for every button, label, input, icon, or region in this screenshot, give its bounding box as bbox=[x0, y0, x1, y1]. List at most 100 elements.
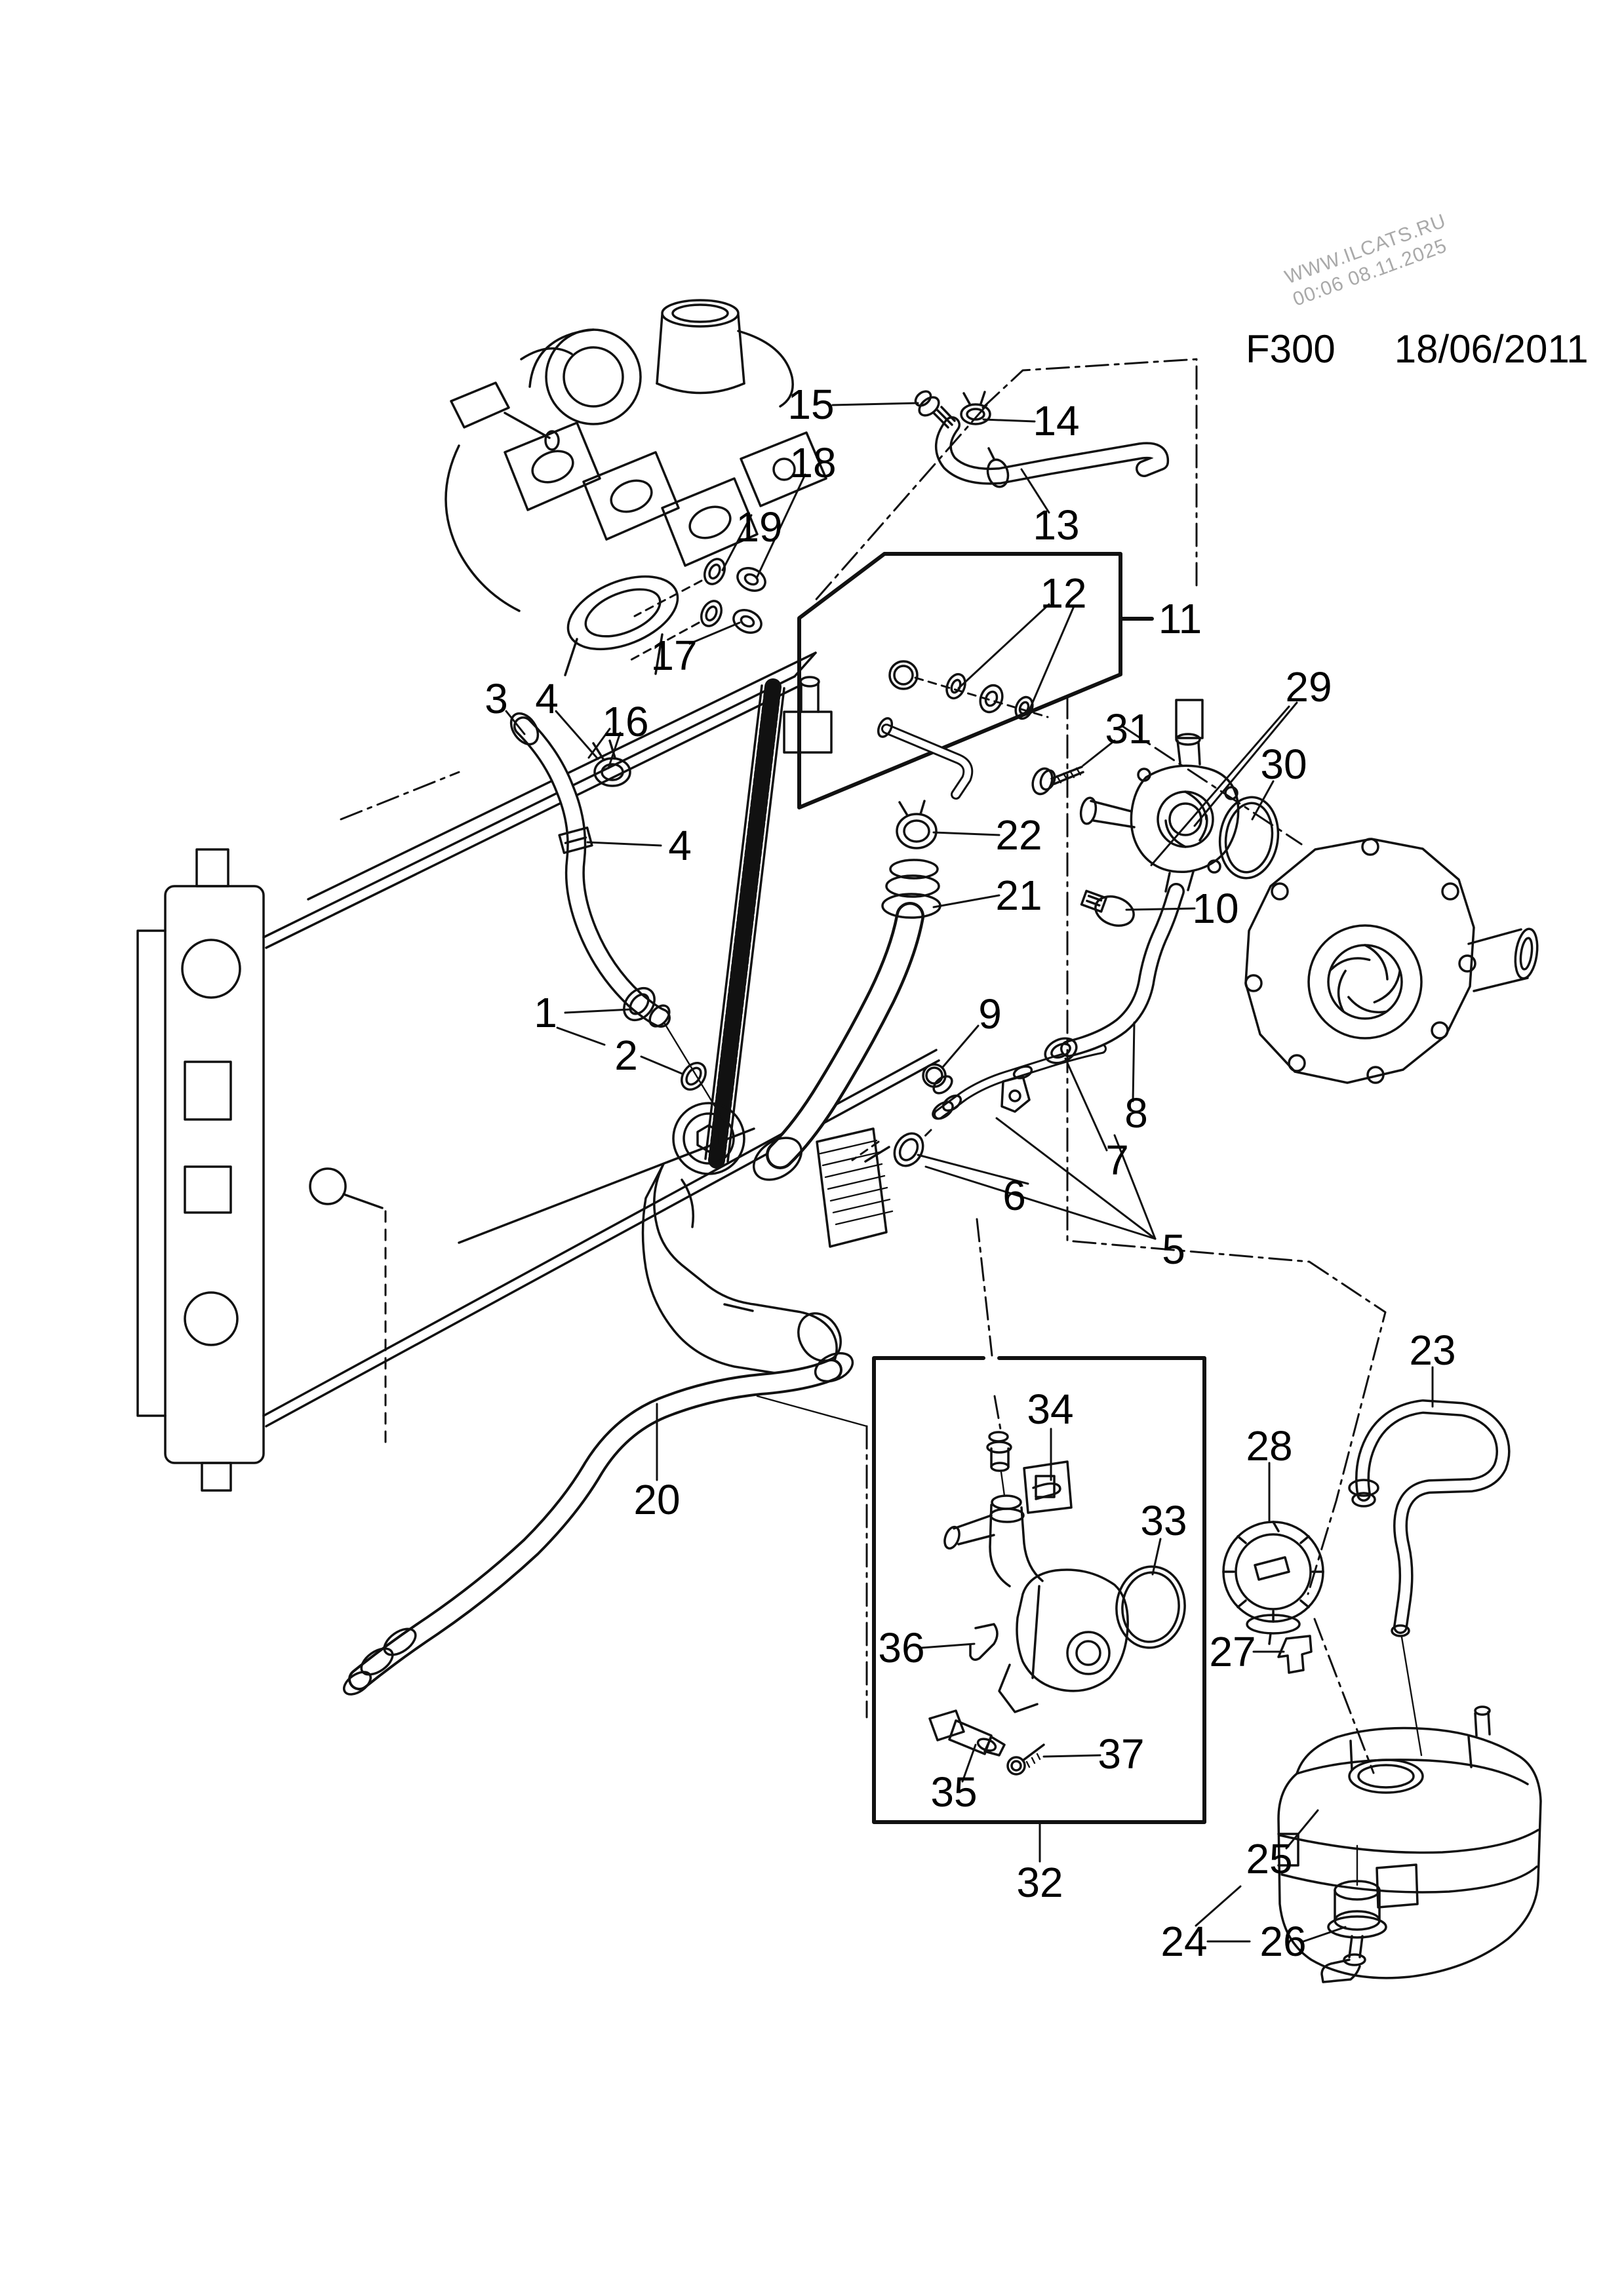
vent-hose-23 bbox=[1355, 1399, 1511, 1634]
leader-line-4 bbox=[555, 710, 599, 760]
leader-line-9 bbox=[941, 1024, 980, 1068]
leader-line-16 bbox=[587, 728, 611, 759]
callout-20[interactable]: 20 bbox=[633, 1476, 680, 1523]
callout-34[interactable]: 34 bbox=[1027, 1386, 1073, 1433]
callout-28[interactable]: 28 bbox=[1246, 1422, 1292, 1469]
callout-35[interactable]: 35 bbox=[930, 1768, 977, 1816]
union-nut bbox=[979, 684, 1004, 714]
sealing-washer bbox=[700, 600, 723, 627]
callout-24[interactable]: 24 bbox=[1160, 1918, 1207, 1965]
callout-5[interactable]: 5 bbox=[1162, 1226, 1185, 1273]
callout-18[interactable]: 18 bbox=[789, 439, 836, 486]
leader-line-31 bbox=[1082, 739, 1116, 767]
washer bbox=[1014, 695, 1034, 720]
callout-3[interactable]: 3 bbox=[485, 675, 508, 722]
callout-27[interactable]: 27 bbox=[1209, 1628, 1256, 1675]
leader-line-24 bbox=[1195, 1885, 1242, 1927]
hose-end-cuff bbox=[814, 1352, 854, 1383]
gasket-30 bbox=[1218, 796, 1280, 880]
leader-line-7 bbox=[1064, 1057, 1108, 1152]
temp-sensor-35 bbox=[928, 1709, 1006, 1757]
turbo-compressor-housing bbox=[545, 328, 642, 425]
callout-10[interactable]: 10 bbox=[1192, 885, 1238, 932]
leader-line-6 bbox=[917, 1154, 1029, 1185]
callout-7[interactable]: 7 bbox=[1105, 1137, 1129, 1184]
leader-line-5 bbox=[995, 1117, 1157, 1240]
pipe-fitting bbox=[732, 609, 762, 634]
radiator-outlet-port bbox=[309, 1167, 347, 1205]
filter-housing bbox=[641, 1163, 838, 1379]
pump-port bbox=[1467, 928, 1529, 992]
leader-line-18 bbox=[755, 473, 806, 579]
callout-29[interactable]: 29 bbox=[1285, 663, 1332, 710]
turbo-intake-port bbox=[661, 299, 740, 328]
callout-15[interactable]: 15 bbox=[787, 381, 834, 428]
bolt-37 bbox=[1006, 1743, 1045, 1776]
bleed-plug-34 bbox=[988, 1431, 1009, 1443]
callout-9[interactable]: 9 bbox=[978, 990, 1002, 1038]
callout-31[interactable]: 31 bbox=[1105, 705, 1151, 752]
callout-4[interactable]: 4 bbox=[668, 822, 692, 869]
callout-1[interactable]: 1 bbox=[534, 989, 557, 1036]
leader-line-1 bbox=[556, 1026, 606, 1046]
filler-neck bbox=[1348, 1759, 1424, 1794]
figure-date: 18/06/2011 bbox=[1394, 327, 1589, 371]
pump-impeller bbox=[1307, 924, 1423, 1040]
radiator-core-edge bbox=[704, 684, 763, 1160]
callout-23[interactable]: 23 bbox=[1409, 1327, 1456, 1374]
callout-19[interactable]: 19 bbox=[736, 503, 782, 551]
callout-8[interactable]: 8 bbox=[1124, 1089, 1148, 1137]
page-header: F300 18/06/2011 bbox=[1246, 326, 1589, 372]
callout-16[interactable]: 16 bbox=[602, 698, 648, 745]
leader-line-33 bbox=[1151, 1538, 1162, 1576]
leader-line-2 bbox=[640, 1055, 683, 1075]
leader-line-8 bbox=[1132, 1021, 1136, 1102]
callout-26[interactable]: 26 bbox=[1259, 1918, 1306, 1965]
leader-line-26 bbox=[1302, 1926, 1347, 1943]
leader-line-25 bbox=[1285, 1809, 1319, 1850]
detail-box-11 bbox=[797, 552, 1154, 809]
clip-36 bbox=[969, 1623, 999, 1661]
leader-line-35 bbox=[961, 1743, 977, 1783]
cooler-pipe-stub bbox=[864, 1146, 890, 1163]
hose-clamp-4b bbox=[558, 827, 593, 854]
seal-ring-33 bbox=[1115, 1565, 1186, 1649]
callout-2[interactable]: 2 bbox=[614, 1032, 638, 1079]
callout-25[interactable]: 25 bbox=[1246, 1835, 1292, 1882]
callout-13[interactable]: 13 bbox=[1033, 501, 1079, 549]
oil-filter-cap bbox=[672, 1102, 745, 1175]
bolt-15 bbox=[914, 390, 956, 429]
callout-12[interactable]: 12 bbox=[1040, 570, 1086, 617]
turbo-coolant-hose-13 bbox=[914, 390, 1170, 488]
callout-11[interactable]: 11 bbox=[1159, 595, 1202, 642]
detail-box-32 bbox=[872, 1356, 1206, 1824]
callout-32[interactable]: 32 bbox=[1016, 1859, 1063, 1906]
callout-21[interactable]: 21 bbox=[995, 872, 1042, 919]
washer bbox=[945, 672, 966, 700]
charge-hose-21 bbox=[753, 800, 941, 1181]
thermostat-body bbox=[1016, 1568, 1129, 1692]
callout-36[interactable]: 36 bbox=[878, 1624, 924, 1671]
outlet-stub bbox=[1175, 699, 1204, 739]
leader-line-36 bbox=[921, 1643, 976, 1649]
water-outlet-assembly bbox=[1031, 699, 1280, 893]
callout-17[interactable]: 17 bbox=[650, 632, 697, 679]
callout-33[interactable]: 33 bbox=[1140, 1497, 1187, 1544]
callout-6[interactable]: 6 bbox=[1002, 1172, 1026, 1219]
callout-22[interactable]: 22 bbox=[995, 811, 1042, 859]
leader-line-14 bbox=[982, 418, 1036, 423]
radiator-hose-3-1 bbox=[509, 712, 726, 1123]
callout-14[interactable]: 14 bbox=[1033, 397, 1079, 444]
callout-37[interactable]: 37 bbox=[1098, 1730, 1144, 1778]
manifold-bracket bbox=[740, 431, 827, 507]
thermostat-housing-assembly bbox=[928, 1431, 1186, 1776]
leader-line-29 bbox=[1193, 701, 1298, 827]
callout-4[interactable]: 4 bbox=[535, 675, 559, 722]
callout-30[interactable]: 30 bbox=[1260, 741, 1307, 788]
water-pump bbox=[1244, 838, 1539, 1084]
outlet-hose-8 bbox=[1044, 883, 1185, 1064]
leader-line-12 bbox=[1027, 605, 1075, 714]
coolant-pipe-assembly-5 bbox=[851, 1043, 1107, 1167]
